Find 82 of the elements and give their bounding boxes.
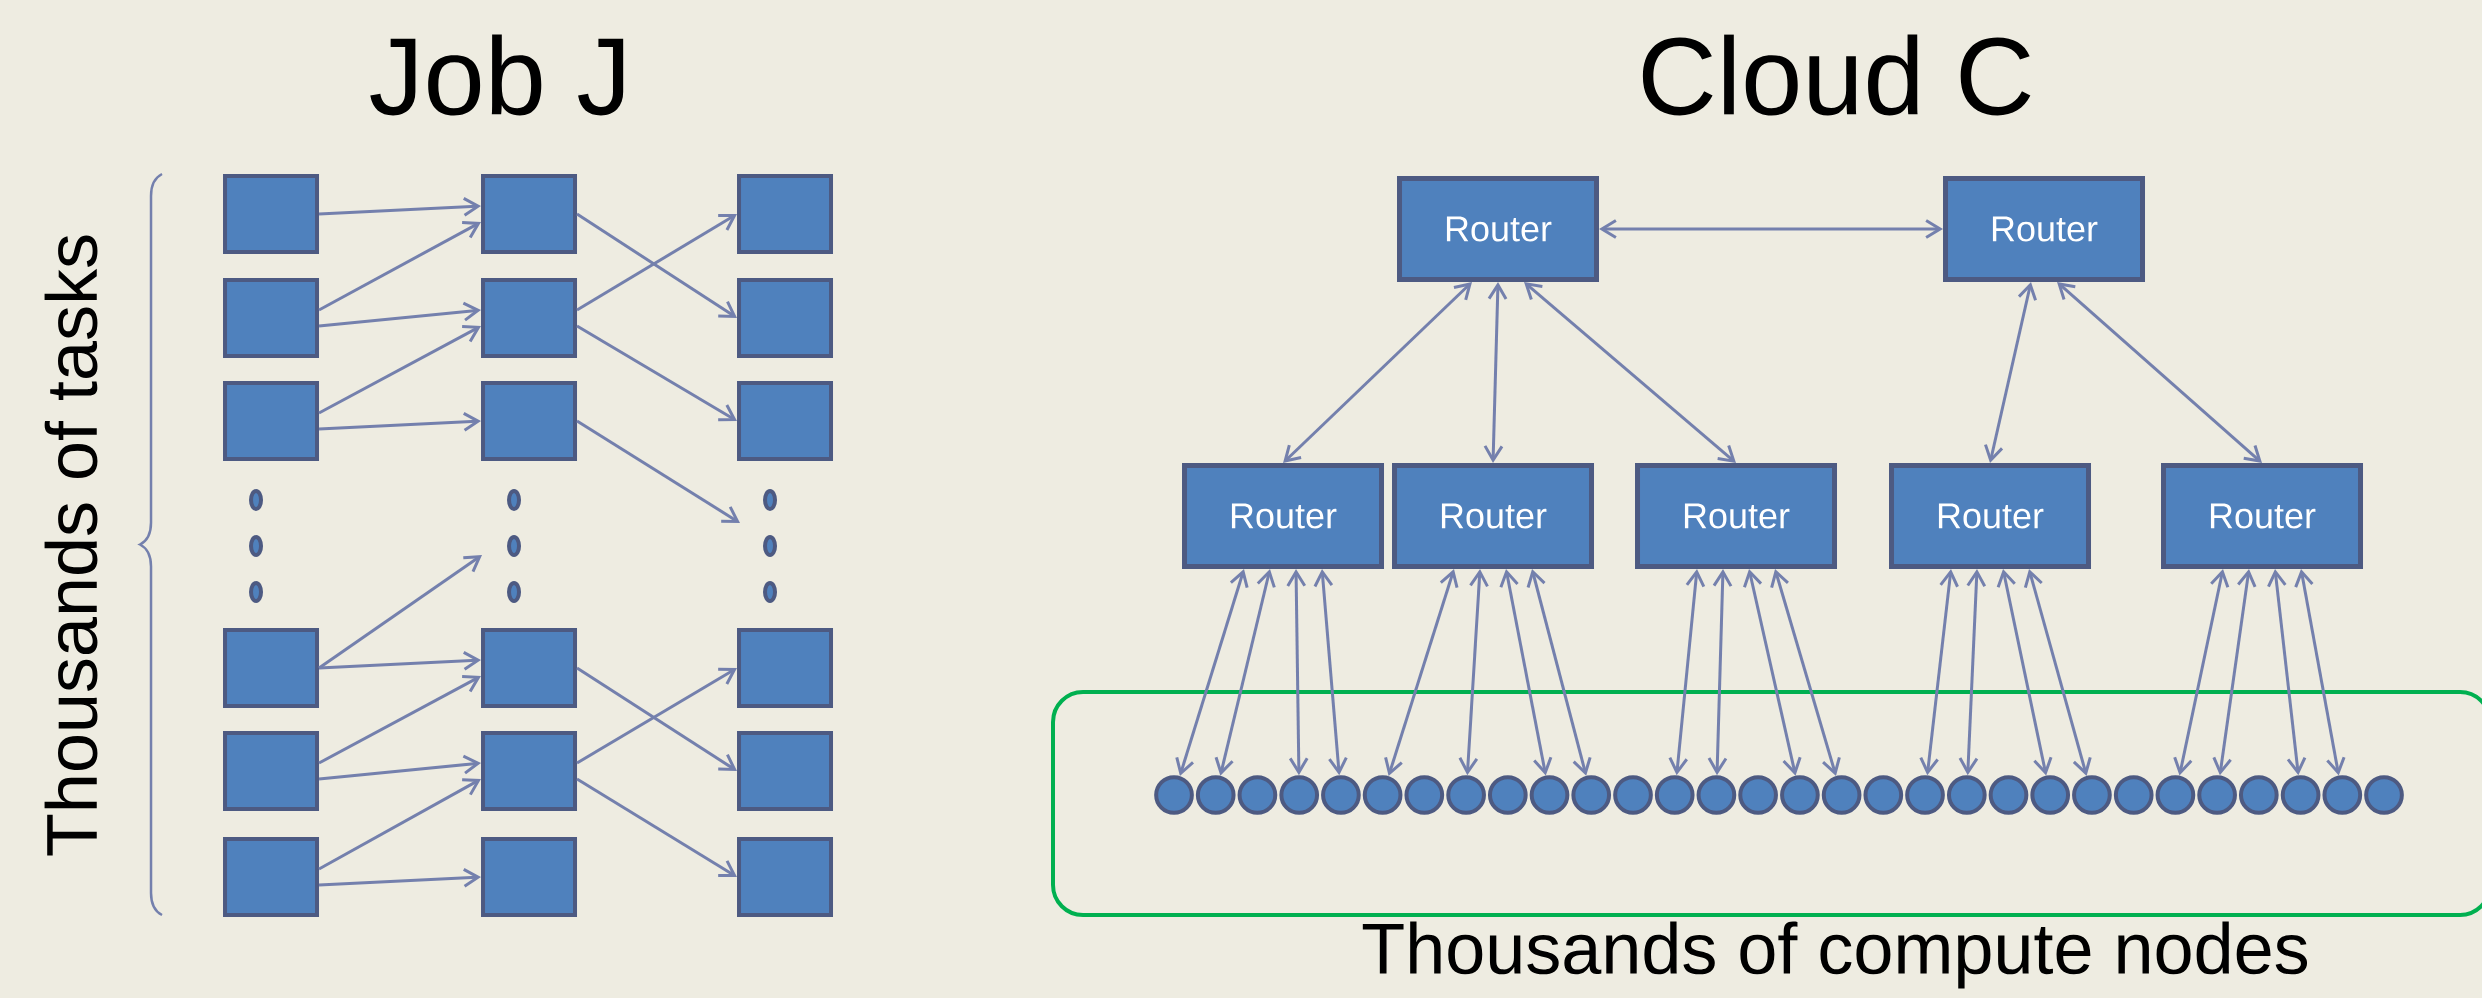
arrow	[1996, 569, 2053, 776]
compute-node-circle	[2155, 775, 2196, 815]
task-box	[481, 174, 577, 254]
task-box	[737, 731, 833, 811]
arrow	[1526, 569, 1592, 776]
router-box: Router	[1889, 463, 2091, 569]
task-box	[737, 381, 833, 461]
arrow	[576, 777, 737, 877]
arrow	[318, 675, 481, 765]
router-box: Router	[2161, 463, 2363, 569]
arrow	[1384, 569, 1459, 777]
task-box	[737, 278, 833, 358]
task-box	[481, 731, 577, 811]
arrow	[2173, 569, 2230, 776]
arrow	[318, 197, 481, 217]
task-box	[737, 837, 833, 917]
arrow	[1770, 569, 1841, 776]
arrow	[1958, 569, 1987, 776]
compute-node-circle	[1404, 775, 1445, 815]
compute-node-circle	[1195, 775, 1236, 815]
arrow	[2057, 282, 2262, 463]
arrow	[1499, 569, 1553, 776]
arrow	[318, 868, 481, 888]
compute-node-circle	[1988, 775, 2029, 815]
arrow	[2267, 569, 2307, 776]
compute-node-circle	[1696, 775, 1737, 815]
arrow	[318, 325, 481, 415]
compute-node-circle	[2322, 775, 2363, 815]
heading: Cloud C	[1642, 34, 2031, 116]
arrow	[2212, 569, 2257, 776]
task-box	[223, 278, 319, 358]
router-box: Router	[1397, 176, 1599, 282]
compute-node-circle	[2280, 775, 2321, 815]
compute-node-circle	[1821, 775, 1862, 815]
arrow	[2023, 569, 2092, 776]
arrow	[1483, 282, 1508, 463]
task-box	[223, 628, 319, 708]
compute-node-circle	[1863, 775, 1904, 815]
task-box	[481, 628, 577, 708]
compute-node-circle	[1362, 775, 1403, 815]
arrow	[1286, 569, 1309, 776]
heading: Job J	[370, 34, 624, 116]
compute-node-circle	[1654, 775, 1695, 815]
arrow	[1919, 569, 1959, 776]
task-box	[481, 381, 577, 461]
arrow	[1175, 569, 1249, 777]
arrow	[318, 754, 481, 781]
arrow	[1743, 569, 1802, 776]
compute-node-circle	[2113, 775, 2154, 815]
arrow	[318, 412, 481, 432]
task-box	[223, 381, 319, 461]
arrow	[1668, 569, 1706, 776]
router-box: Router	[1392, 463, 1594, 569]
task-box	[223, 731, 319, 811]
arrow	[576, 419, 741, 523]
arrow	[1283, 282, 1472, 463]
router-box: Router	[1943, 176, 2145, 282]
task-box	[481, 278, 577, 358]
arrow	[318, 778, 481, 871]
arrow	[318, 221, 482, 312]
arrow	[1984, 282, 2037, 463]
arrow	[1458, 569, 1489, 776]
task-box	[737, 174, 833, 254]
arrow	[576, 324, 737, 422]
arrow	[1214, 569, 1276, 776]
task-box	[223, 837, 319, 917]
arrow	[318, 651, 481, 671]
router-box: Router	[1182, 463, 1384, 569]
compute-node-circle	[1529, 775, 1570, 815]
arrow	[1707, 569, 1733, 776]
arrow	[1313, 569, 1348, 776]
task-box	[737, 628, 833, 708]
arrow	[1599, 219, 1943, 239]
arrow	[2294, 569, 2346, 776]
group-label: Thousands of compute nodes	[1362, 921, 2308, 989]
task-box	[481, 837, 577, 917]
task-box	[223, 174, 319, 254]
vertical-label: Thousands of tasks	[44, 235, 98, 856]
arrow	[1524, 282, 1736, 463]
router-box: Router	[1635, 463, 1837, 569]
compute-node-circle	[1237, 775, 1278, 815]
arrow	[318, 301, 481, 328]
